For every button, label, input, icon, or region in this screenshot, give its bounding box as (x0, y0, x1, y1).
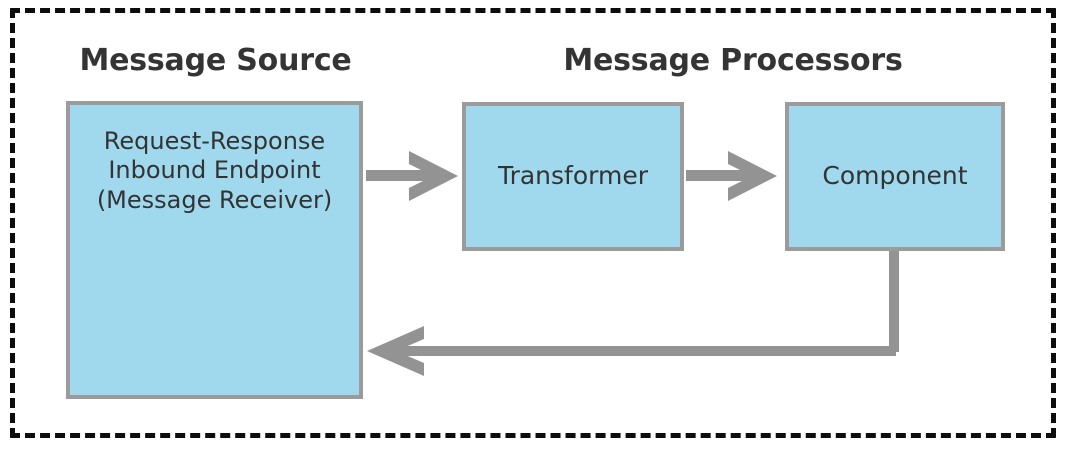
node-transformer[interactable]: Transformer (462, 102, 684, 251)
node-transformer-label: Transformer (497, 161, 648, 191)
section-title-message-processors: Message Processors (563, 43, 903, 78)
node-component-label: Component (822, 161, 968, 191)
outer-dashed-boundary (10, 8, 1056, 438)
node-component[interactable]: Component (785, 102, 1005, 251)
node-inbound-endpoint-label: Request-Response Inbound Endpoint (Messa… (96, 127, 333, 214)
section-title-message-source: Message Source (79, 43, 352, 78)
node-inbound-endpoint[interactable]: Request-Response Inbound Endpoint (Messa… (66, 101, 363, 399)
